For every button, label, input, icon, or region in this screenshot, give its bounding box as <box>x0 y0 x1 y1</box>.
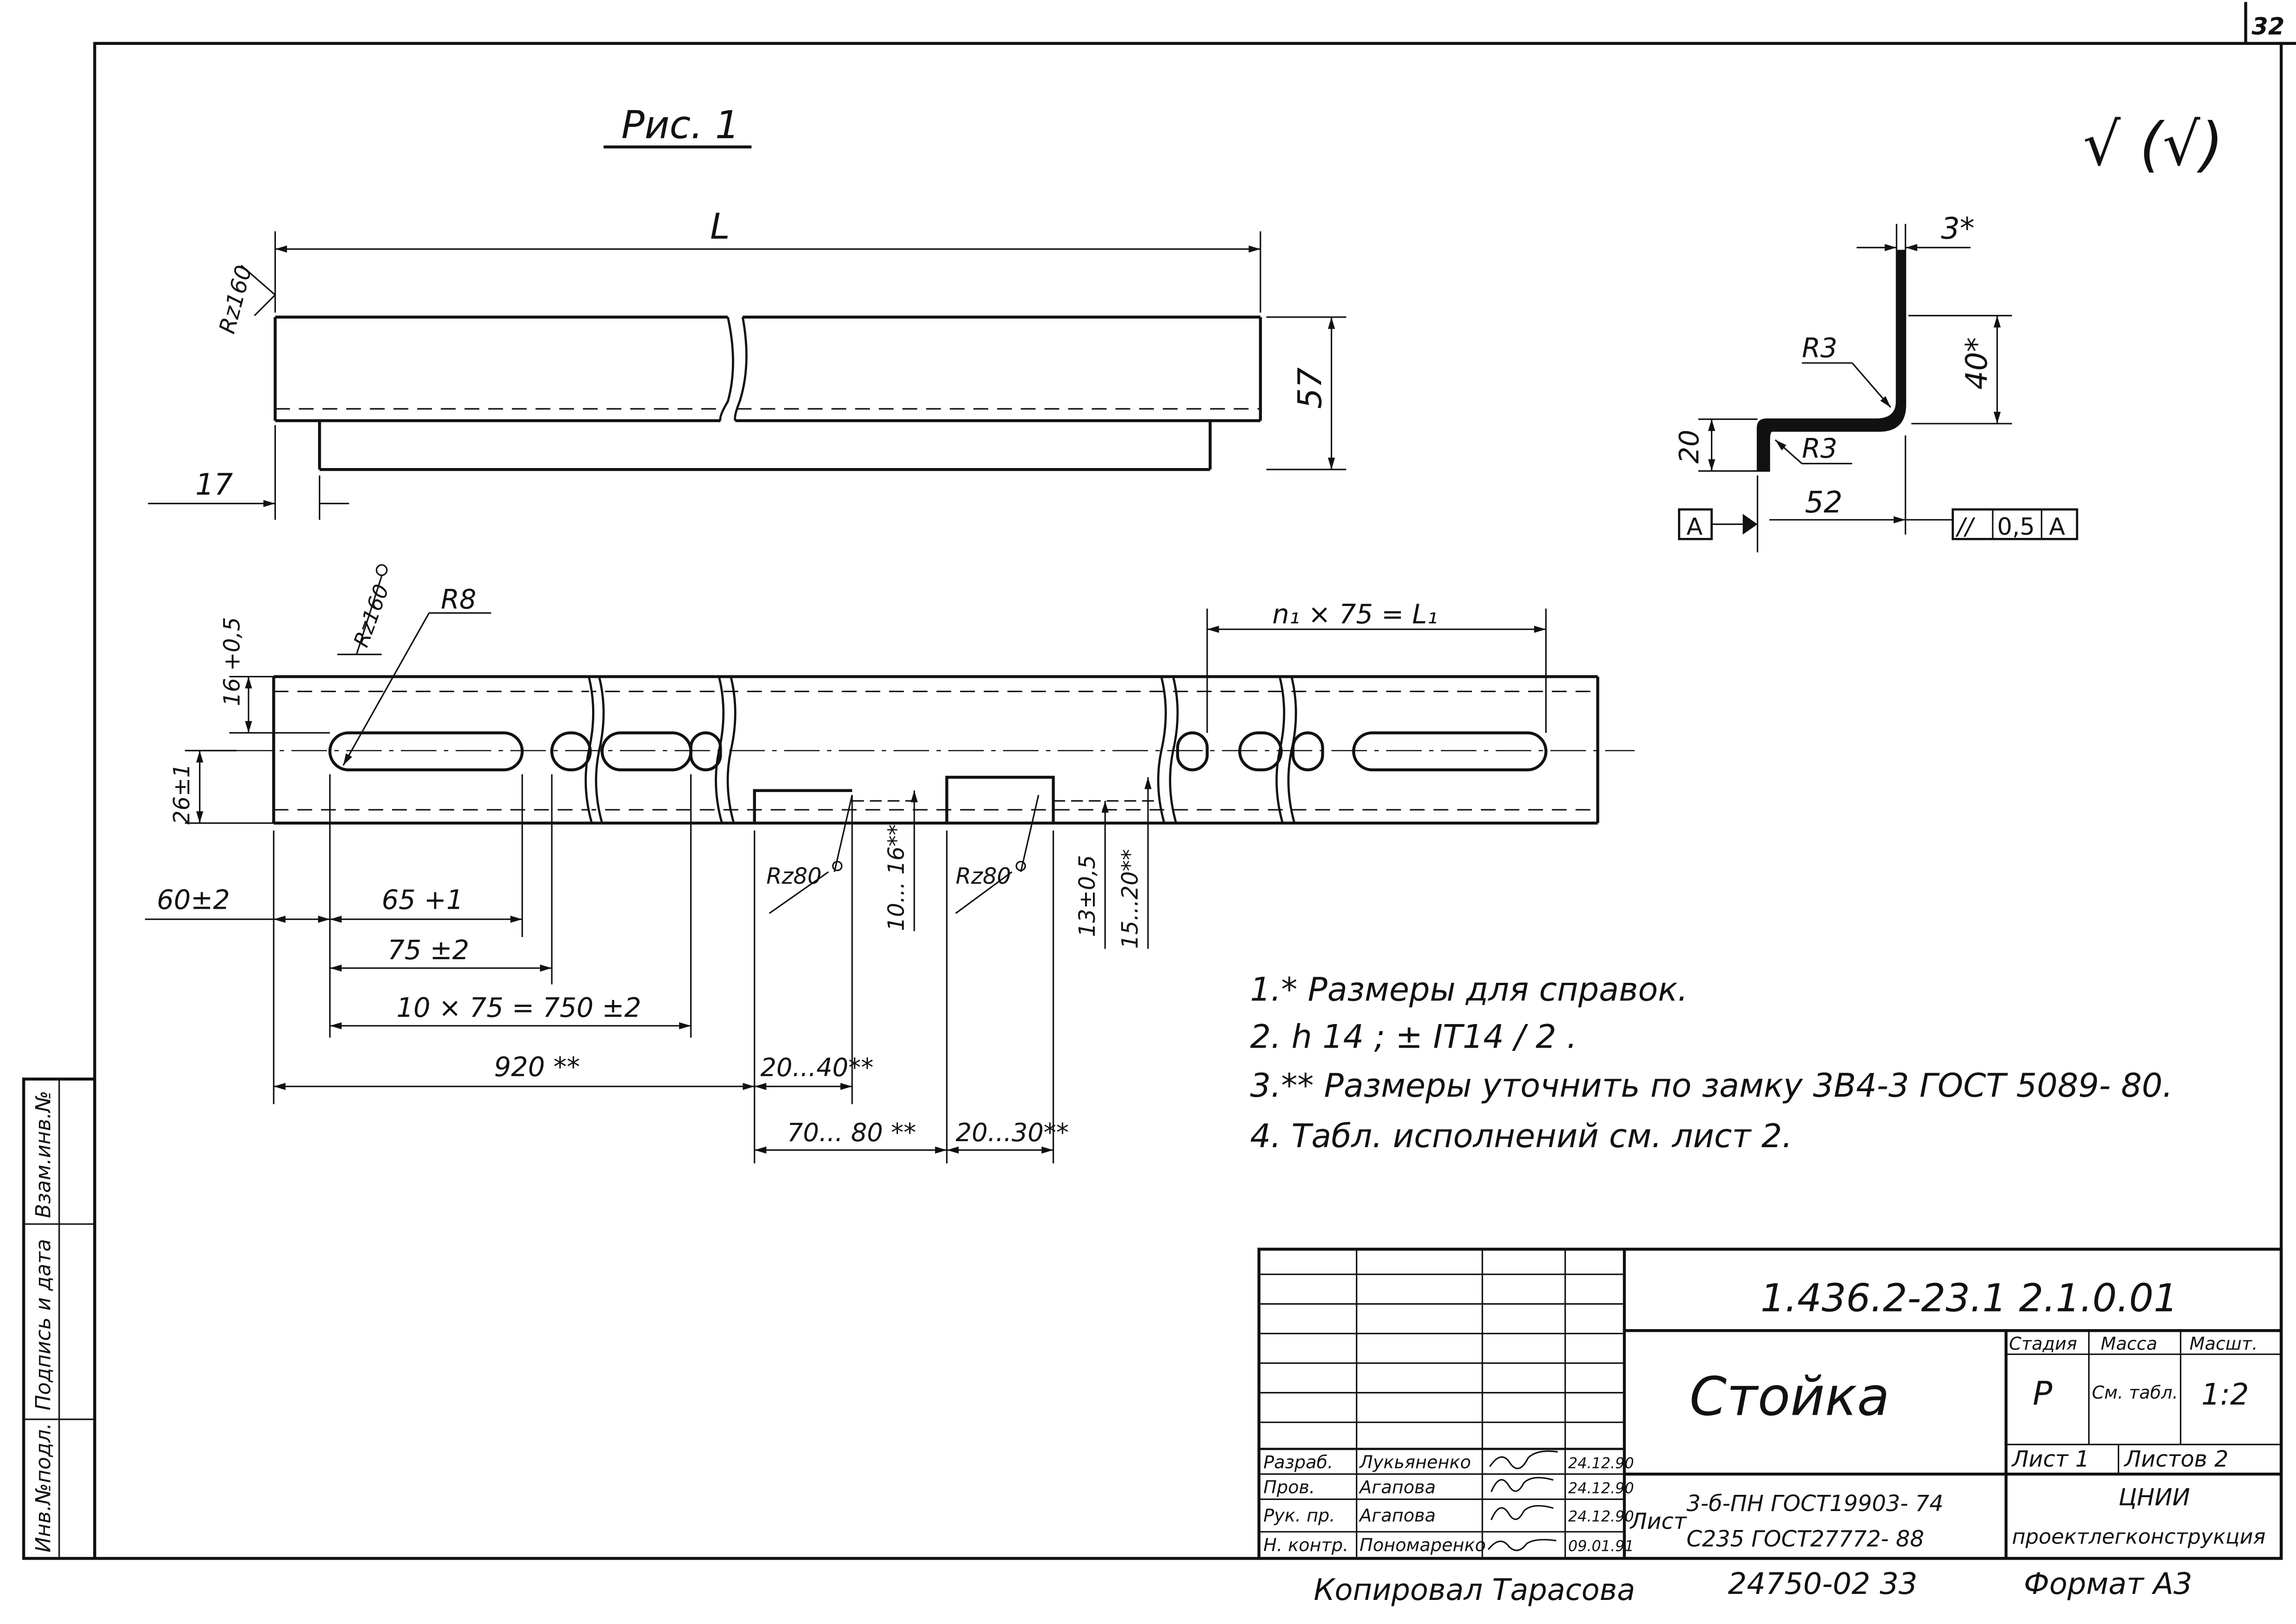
org-name-1: ЦНИИ <box>2118 1484 2190 1511</box>
side-stamp-replace: Взам.инв.№ <box>31 1091 56 1218</box>
note-3: 3.** Размеры уточнить по замку 3В4-3 ГОС… <box>1250 1067 2173 1105</box>
role-2-name: Агапова <box>1358 1505 1436 1526</box>
paper-format: Формат А3 <box>2024 1567 2192 1601</box>
radius-bottom-label: R3 <box>1802 433 1838 464</box>
role-1-signature <box>1490 1477 1554 1493</box>
designation: 1.436.2-23.1 2.1.0.01 <box>1760 1276 2178 1321</box>
role-3-name: Пономаренко <box>1360 1535 1486 1555</box>
role-3: Н. контр. <box>1263 1535 1348 1555</box>
top-roughness-label: Rz160 <box>214 262 257 336</box>
copied-by: Копировал Тарасова <box>1314 1573 1635 1607</box>
slot-pitch-group-label: n₁ × 75 = L₁ <box>1272 599 1437 630</box>
inventory-number: 24750-02 33 <box>1728 1567 1917 1601</box>
dim-920-label: 920 ** <box>494 1051 580 1082</box>
stage-value: Р <box>2033 1374 2053 1412</box>
profile-view <box>1678 224 2078 553</box>
tolerance-symbol: // <box>1955 513 1975 541</box>
note-1: 1.* Размеры для справок. <box>1250 970 1688 1008</box>
note-4: 4. Табл. исполнений см. лист 2. <box>1250 1117 1793 1155</box>
scale-value: 1:2 <box>2201 1378 2249 1412</box>
tolerance-datum: A <box>2049 513 2065 541</box>
role-1: Пров. <box>1263 1477 1315 1498</box>
dim-length-label: L <box>710 206 730 248</box>
role-3-signature <box>1487 1539 1557 1551</box>
role-0: Разраб. <box>1263 1452 1333 1473</box>
datum-label: A <box>1686 513 1703 541</box>
dim-60-label: 60±2 <box>157 884 230 915</box>
figure-title: Рис. 1 <box>621 102 739 147</box>
role-0-name: Лукьяненко <box>1359 1452 1471 1473</box>
material-1: 3-б-ПН ГОСТ19903- 74 <box>1686 1491 1943 1517</box>
notch-depth-3-label: 15...20** <box>1118 849 1143 949</box>
notch-depth-2-label: 13±0,5 <box>1075 855 1100 937</box>
role-0-signature <box>1489 1450 1558 1469</box>
dim-20-40-label: 20...40** <box>761 1053 873 1082</box>
dim-20-30-label: 20...30** <box>956 1118 1069 1147</box>
role-3-date: 09.01.91 <box>1568 1537 1634 1555</box>
top-view <box>148 231 1347 520</box>
material-2: С235 ГОСТ27772- 88 <box>1686 1527 1924 1552</box>
role-2-signature <box>1490 1505 1554 1520</box>
radius-top-label: R3 <box>1802 332 1838 363</box>
dim-75-label: 75 ±2 <box>387 935 469 966</box>
mass-value: См. табл. <box>2092 1382 2178 1403</box>
sheets-label: Листов 2 <box>2123 1447 2228 1472</box>
org-name-2: проектлегконструкция <box>2012 1524 2265 1549</box>
material-prefix: Лист <box>1629 1509 1688 1534</box>
sheet-label: Лист 1 <box>2011 1447 2089 1472</box>
dim-lip-label: 20 <box>1674 430 1705 463</box>
role-2-date: 24.12.90 <box>1568 1507 1634 1525</box>
notch-depth-1-label: 10... 16** <box>884 824 910 931</box>
notch-roughness-2-label: Rz80 <box>956 864 1011 889</box>
dim-flange-label: 40* <box>1960 337 1994 389</box>
mass-header: Масса <box>2101 1334 2157 1355</box>
role-1-name: Агапова <box>1358 1477 1436 1498</box>
note-2: 2. h 14 ; ± IT14 / 2 . <box>1250 1018 1577 1056</box>
title-block-grid <box>1257 1248 2283 1560</box>
scale-header: Масшт. <box>2190 1334 2258 1355</box>
role-0-date: 24.12.90 <box>1568 1454 1634 1472</box>
role-2: Рук. пр. <box>1263 1505 1335 1526</box>
tolerance-value: 0,5 <box>1997 513 2034 541</box>
dim-70-80-label: 70... 80 ** <box>787 1118 916 1147</box>
dim-width-label: 52 <box>1805 486 1842 520</box>
role-1-date: 24.12.90 <box>1568 1480 1634 1497</box>
dim-thickness-label: 3* <box>1941 212 1975 246</box>
dim-edge-label: 16 +0,5 <box>220 617 245 706</box>
side-stamp-signature: Подпись и дата <box>31 1239 56 1411</box>
dim-center-label: 26±1 <box>169 764 195 825</box>
dim-750-label: 10 × 75 = 750 ±2 <box>396 993 641 1024</box>
slot-roughness-label: Rz160 <box>349 581 394 650</box>
dim-height-label: 57 <box>1291 367 1329 409</box>
slot-radius-label: R8 <box>441 584 476 615</box>
slot-view <box>145 564 1635 1164</box>
sheet-number: 32 <box>2252 13 2284 41</box>
part-name: Стойка <box>1690 1366 1890 1428</box>
side-stamp <box>22 1077 96 1560</box>
sheet-frame <box>93 2 2296 1560</box>
surface-finish-mark: √ (√) <box>2083 110 2223 179</box>
dim-65-label: 65 +1 <box>382 884 463 915</box>
side-stamp-inv: Инв.№подл. <box>31 1423 56 1552</box>
dim-offset-label: 17 <box>195 468 233 502</box>
notch-roughness-1-label: Rz80 <box>766 864 821 889</box>
stage-header: Стадия <box>2009 1334 2077 1355</box>
